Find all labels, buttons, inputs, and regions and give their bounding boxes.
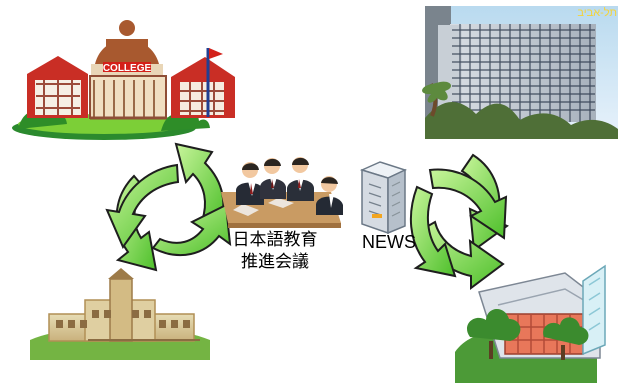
office-tower-photo — [422, 6, 618, 139]
college-sign-text: COLLEGE — [103, 63, 152, 74]
cycle-arrows-right — [409, 153, 509, 290]
school-building-icon — [455, 264, 606, 383]
college-building-icon — [12, 20, 235, 140]
meeting-label: 日本語教育 推進会議 — [216, 229, 334, 273]
meeting-label-line-1: 日本語教育 — [232, 230, 318, 249]
university-building-icon — [30, 268, 210, 360]
meeting-group-icon — [221, 157, 343, 228]
cycle-arrows-left — [105, 142, 232, 272]
news-server-icon — [359, 161, 408, 235]
meeting-label-line-2: 推進会議 — [241, 252, 309, 271]
building-sign-hebrew: תל-אביב — [577, 7, 617, 19]
news-label: NEWS — [362, 232, 416, 252]
